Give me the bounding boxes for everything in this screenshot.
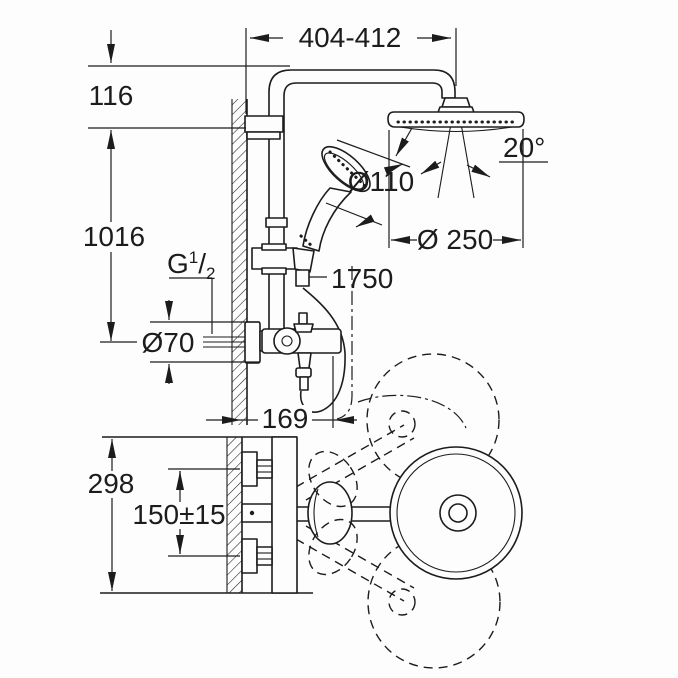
side-view: 404-412 116 1016 G1/2 Ø70 [83,22,548,434]
dim-inlet-spacing: 150±15 [132,499,225,530]
dim-hand-shower-diameter: Ø110 [348,166,414,197]
dimensions-side: 404-412 116 1016 G1/2 Ø70 [83,22,548,434]
thread-numerator: 1 [189,248,198,267]
dim-angle: 20° [503,132,545,163]
mixer-plan [241,436,298,594]
supply-escutcheon-top [241,451,258,487]
thread-slash: / [198,248,206,279]
pipe-joint [265,217,288,228]
dim-thread-size: G1/2 [167,248,216,283]
dim-hose-length: 1750 [331,263,393,294]
temperature-knob [273,327,301,355]
plan-view: 298 150±15 [85,353,523,669]
ball-joint [441,97,471,108]
dim-riser-height: 1016 [83,221,145,252]
handle-phantom-upper [308,450,358,508]
hand-shower-nozzles [328,150,368,189]
grip-dots [299,234,315,249]
diverter-knob [293,323,314,333]
supply-escutcheon-bottom [241,538,258,574]
supply-nut-top [256,459,273,479]
holder-cone [292,247,315,273]
hand-shower [299,145,371,252]
swivel-circle-lower [367,535,501,669]
mixer-valve [203,312,342,391]
thread-denominator: 2 [206,264,215,283]
dimensions-plan: 298 150±15 [85,439,240,591]
escutcheon [244,321,261,364]
dim-head-shower-diameter: Ø 250 [417,224,493,255]
thread-base: G [167,248,189,279]
rail-holder [251,243,315,287]
dim-escutcheon-diameter: Ø70 [142,327,195,358]
dim-span-range: 404-412 [299,22,402,53]
shower-arm [244,69,456,333]
mixer-body-plan [271,436,298,594]
supply-nut-bottom [256,546,273,566]
hand-shower-handle [302,187,352,252]
swivel-arm-plan [297,446,523,580]
wall-bracket [244,115,284,133]
hose-outlet [297,352,312,369]
handle-phantom-lower [308,518,358,576]
dim-trim-height: 298 [88,468,135,499]
mixer-handle-plan [307,481,353,545]
dim-wall-clearance: 169 [262,403,309,434]
head-shower [387,97,525,199]
wall-section-side [231,99,248,425]
swivel-circle-upper [366,353,500,487]
dim-top-offset: 116 [89,80,134,111]
outlet-connection [241,503,273,523]
hose-connector [295,269,310,287]
